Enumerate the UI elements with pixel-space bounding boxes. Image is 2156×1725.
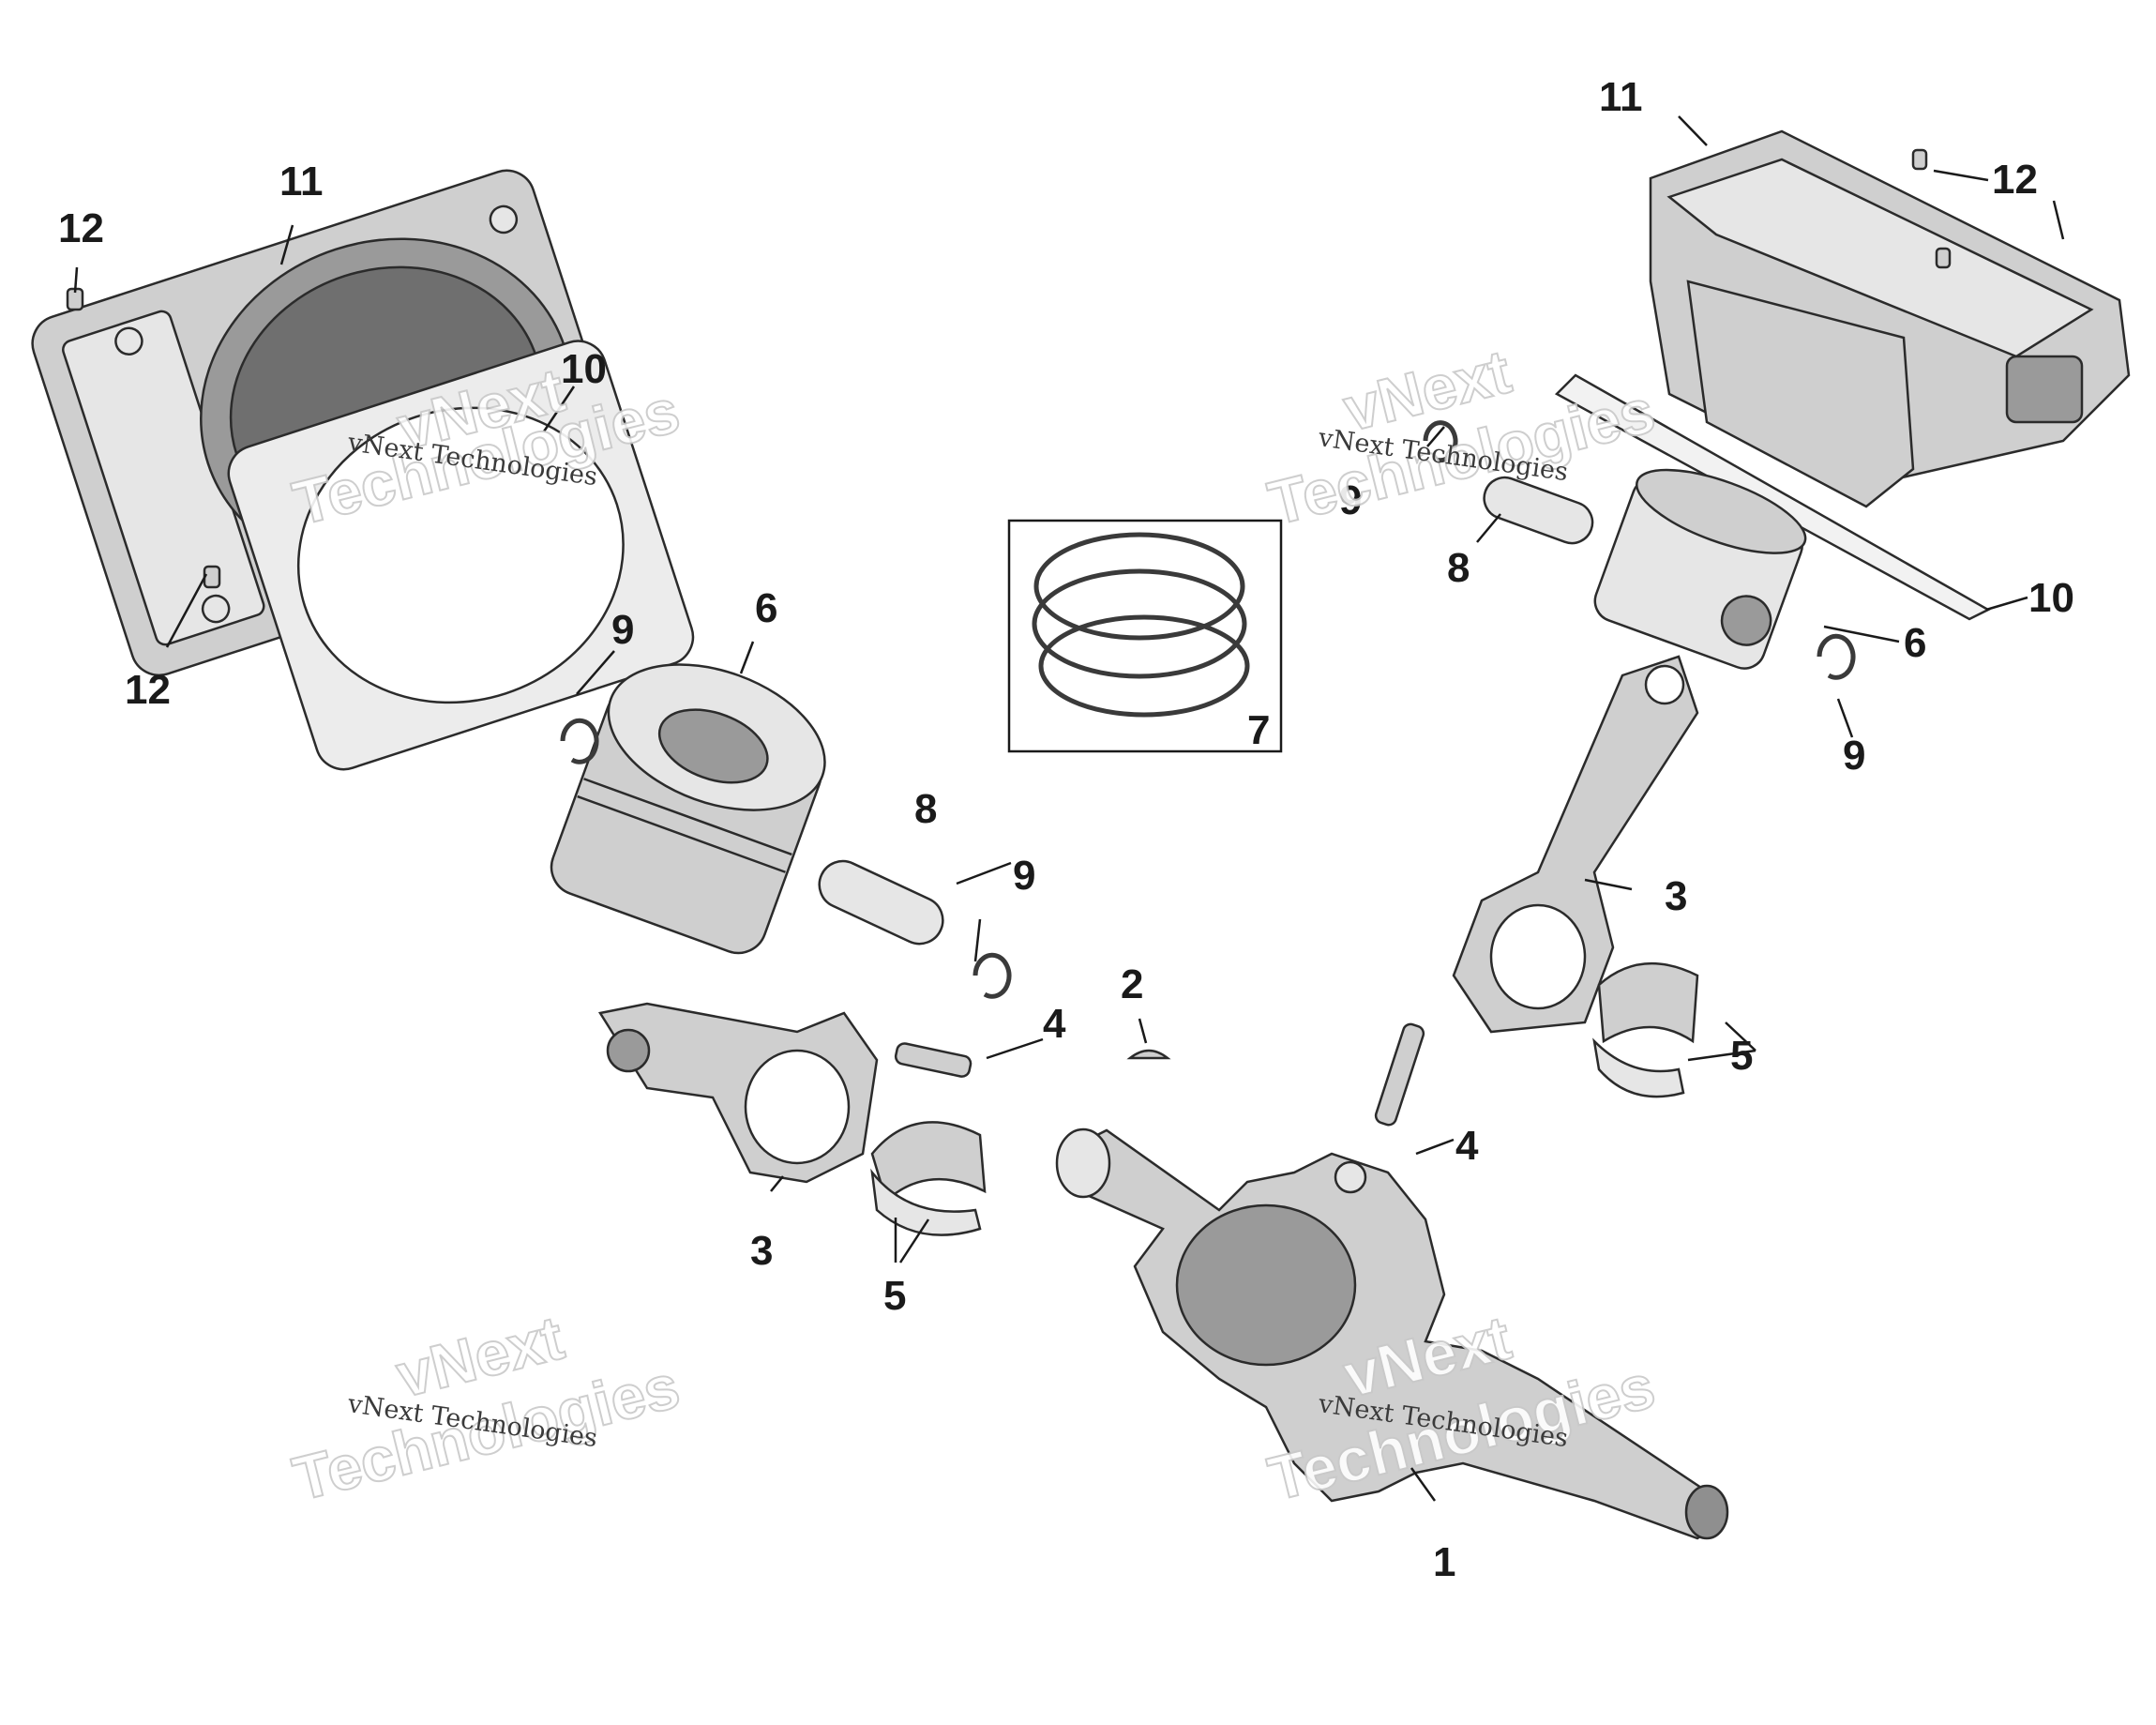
right-rod-bolt [1374,1022,1425,1127]
callout-9-left-b: 9 [1013,853,1035,899]
circlip-right-a [1423,420,1458,463]
callout-3-right: 3 [1665,873,1687,919]
right-piston-pin [1483,476,1594,545]
callout-5-left: 5 [883,1273,906,1319]
left-rod-bearing [870,1121,987,1236]
callout-8-right: 8 [1447,545,1470,591]
callout-10-left: 10 [561,346,607,392]
callout-6-right: 6 [1904,620,1926,666]
right-cylinder [1649,129,2131,508]
right-connecting-rod [1452,655,1699,1034]
callout-11-right: 11 [1599,74,1643,120]
left-cylinder-gasket [227,340,695,771]
dowel-pin-right-b [1935,247,1952,269]
callout-2: 2 [1121,961,1143,1007]
circlip-right-b [1817,633,1856,680]
callout-12-left-bottom: 12 [125,667,171,713]
left-rod-bolt [894,1042,972,1078]
circlip-left-b [972,952,1012,999]
callout-4-left: 4 [1043,1001,1066,1047]
callout-5-right: 5 [1730,1033,1753,1079]
callout-6-left: 6 [755,585,777,631]
left-connecting-rod [597,1002,879,1184]
dowel-pin-left-bottom [203,565,221,589]
crankshaft [1055,1127,1729,1540]
callout-7: 7 [1247,707,1270,753]
piston-rings [1032,532,1250,718]
dowel-pin-right-a [1911,148,1928,171]
callout-12-right: 12 [1992,157,2038,203]
left-piston [550,663,826,955]
callout-12-left-top: 12 [58,205,104,251]
callout-9-right-a: 9 [1339,477,1362,523]
right-piston [1593,468,1807,670]
woodruff-key [1126,1049,1171,1060]
watermark-top-right: vNext Technologies vNext Technologies [1260,335,1662,538]
callout-4-right: 4 [1455,1123,1479,1169]
leader-lines [73,115,2065,1502]
circlip-left-a [560,718,599,764]
callout-9-right-b: 9 [1843,733,1865,779]
callout-3-left: 3 [750,1228,773,1274]
right-rod-bearing [1592,961,1699,1098]
callout-10-right: 10 [2028,575,2074,621]
callout-11-left: 11 [279,159,324,204]
callout-9-left-a: 9 [611,607,634,653]
watermark-bottom-left: vNext Technologies vNext Technologies [285,1301,686,1514]
callout-1: 1 [1433,1539,1455,1585]
callout-8-left: 8 [914,786,937,832]
left-piston-pin [818,859,944,946]
